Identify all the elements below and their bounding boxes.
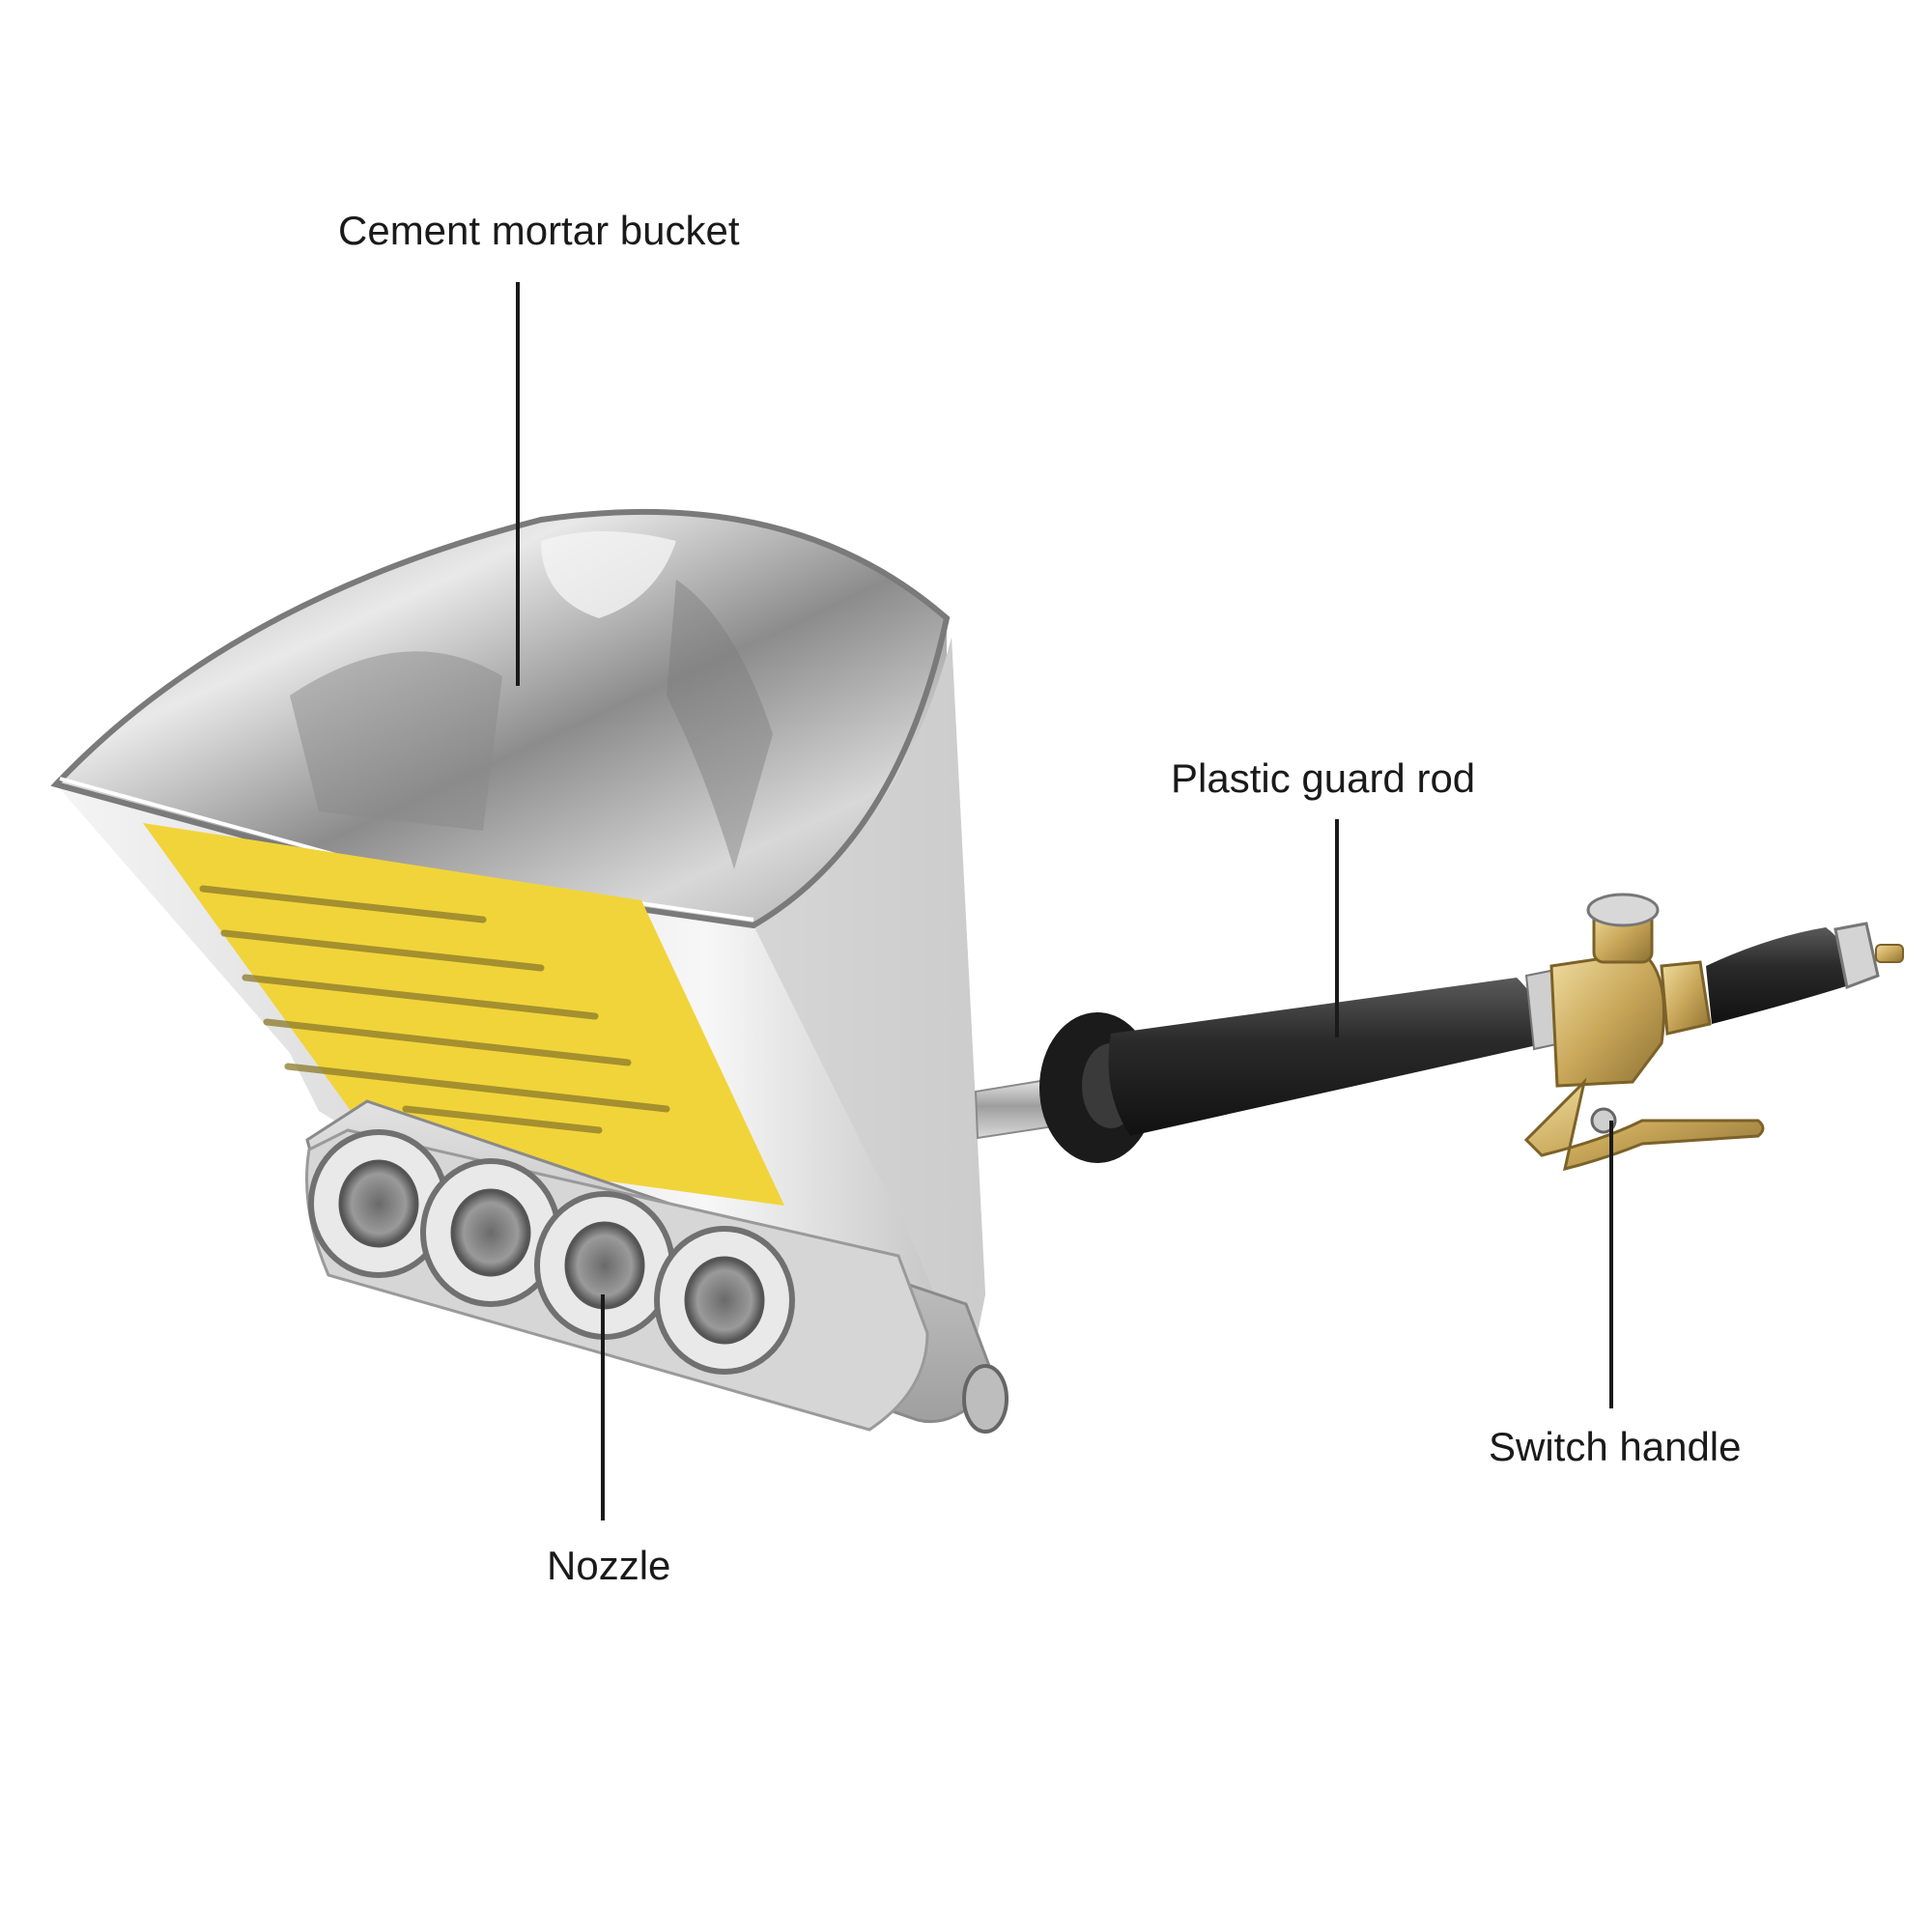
brass-valve-body [1549,951,1665,1088]
bucket-interior [56,511,947,925]
trigger-lever [1523,1077,1765,1172]
cement-mortar-bucket [50,508,1009,1434]
sticker-text-lines [199,885,670,1134]
leader-lines [516,282,1613,1520]
handle-assembly [974,893,1904,1172]
label-switch-handle: Switch handle [1489,1424,1742,1469]
bucket-interior-streak [667,580,773,869]
brass-nut [1660,960,1712,1036]
nozzle-2 [420,1158,561,1307]
bucket-right-side [753,638,985,1391]
label-cement-mortar-bucket: Cement mortar bucket [338,208,740,253]
nozzle-4 [654,1226,795,1375]
label-nozzle: Nozzle [547,1543,671,1588]
air-inlet [1875,944,1904,963]
valve-cap [1586,893,1660,927]
nozzle-1 [308,1129,449,1278]
plastic-guard-rod [1108,978,1546,1136]
label-plastic-guard-rod: Plastic guard rod [1171,755,1476,801]
bucket-rim [50,508,951,929]
nozzle-array [308,1129,795,1375]
end-cap-bolt [962,1364,1009,1434]
warning-sticker [143,823,784,1206]
rear-fitting [1833,922,1880,990]
bucket-interior-highlight [541,531,676,618]
bucket-interior-shadow [290,651,502,831]
rear-grip [1706,927,1850,1024]
